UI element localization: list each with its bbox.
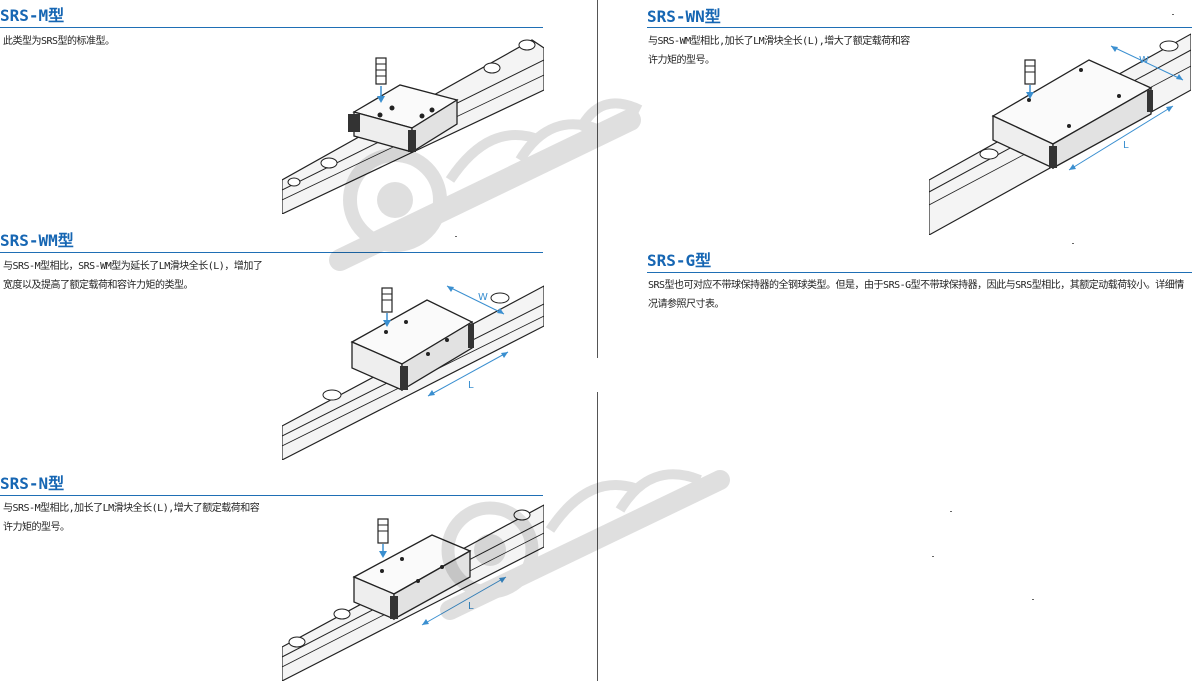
srs-wn-illustration: W L xyxy=(929,30,1191,235)
srs-m-illustration xyxy=(282,30,544,214)
section-header: SRS-N型 xyxy=(0,470,543,496)
section-header: SRS-WM型 xyxy=(0,226,543,253)
section-header: SRS-G型 xyxy=(647,249,1192,273)
section-srs-g: SRS-G型 SRS型也可对应不带球保持器的全钢球类型。但是，由于SRS-G型不… xyxy=(647,249,1192,310)
section-description: 与SRS-WM型相比,加长了LM滑块全长(L),增大了额定载荷和容许力矩的型号。 xyxy=(648,36,910,66)
length-dimension-label: L xyxy=(468,601,474,612)
section-title: SRS-G型 xyxy=(647,251,712,270)
section-srs-wn: SRS-WN型 与SRS-WM型相比,加长了LM滑块全长(L),增大了额定载荷和… xyxy=(647,0,1192,66)
width-dimension-label: W xyxy=(1139,55,1149,66)
section-description: 与SRS-M型相比,加长了LM滑块全长(L),增大了额定载荷和容许力矩的型号。 xyxy=(3,503,260,533)
section-description: SRS型也可对应不带球保持器的全钢球类型。但是，由于SRS-G型不带球保持器，因… xyxy=(648,280,1184,310)
section-description: 与SRS-M型相比，SRS-WM型为延长了LM滑块全长(L)，增加了宽度以及提高… xyxy=(3,261,263,291)
section-title: SRS-WN型 xyxy=(647,7,721,26)
column-divider-bottom xyxy=(597,392,598,681)
section-description: 此类型为SRS型的标准型。 xyxy=(3,36,115,47)
section-header: SRS-M型 xyxy=(0,0,543,28)
srs-n-illustration: L xyxy=(282,497,544,681)
length-dimension-label: L xyxy=(1123,140,1129,151)
scan-dot xyxy=(1032,599,1034,600)
section-header: SRS-WN型 xyxy=(647,0,1192,28)
scan-dot xyxy=(455,236,457,237)
section-srs-m: SRS-M型 此类型为SRS型的标准型。 xyxy=(0,0,543,47)
column-divider-top xyxy=(597,0,598,358)
section-title: SRS-WM型 xyxy=(0,231,74,250)
srs-wm-illustration: W L xyxy=(282,256,544,460)
length-dimension-label: L xyxy=(468,380,474,391)
section-srs-wm: SRS-WM型 与SRS-M型相比，SRS-WM型为延长了LM滑块全长(L)，增… xyxy=(0,226,543,291)
section-title: SRS-M型 xyxy=(0,6,65,25)
scan-dot xyxy=(1072,243,1074,244)
section-title: SRS-N型 xyxy=(0,474,65,493)
scan-dot xyxy=(950,511,952,512)
scan-dot xyxy=(932,556,934,557)
section-rule xyxy=(647,27,1192,28)
scan-dot xyxy=(1172,14,1174,15)
width-dimension-label: W xyxy=(478,292,488,303)
section-srs-n: SRS-N型 与SRS-M型相比,加长了LM滑块全长(L),增大了额定载荷和容许… xyxy=(0,470,543,533)
